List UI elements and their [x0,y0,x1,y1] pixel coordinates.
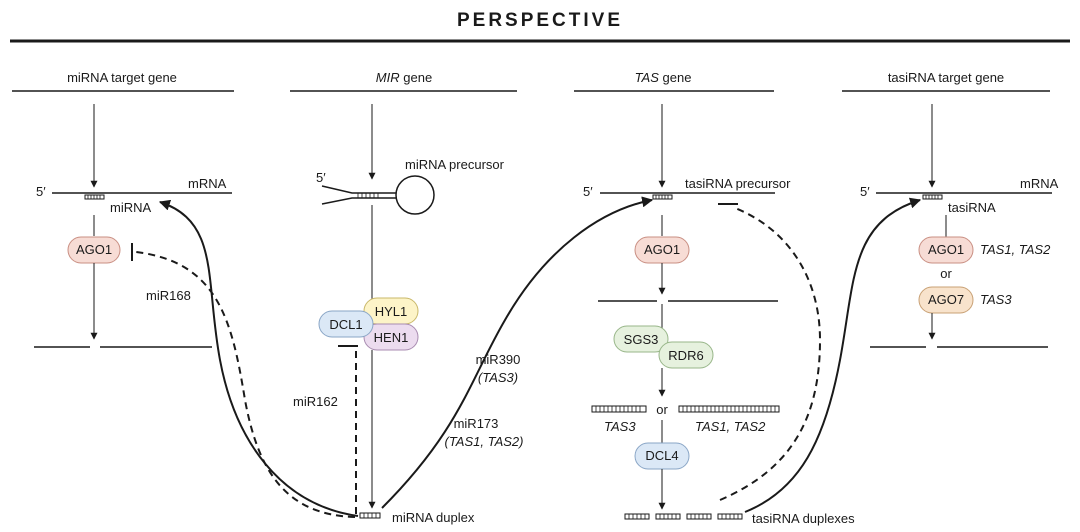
mirna-site-icon [652,194,673,200]
five-prime-label: 5′ [583,184,593,199]
heading-tas-gene: TAS gene [635,70,692,85]
column-mir: MIR gene miRNA precursor 5′ HYL1 HEN1 DC… [290,70,517,525]
or-label: or [656,402,668,417]
dcl4-label: DCL4 [645,448,678,463]
tasirna-duplexes-icon [624,513,743,520]
ago7-protein [918,286,974,314]
mirna-label: miRNA [110,200,151,215]
hairpin-precursor-icon [321,175,435,215]
tasirna-pathway-curves [719,197,922,513]
column-tasirna-target: tasiRNA target gene 5′ mRNA tasiRNA AGO1… [842,70,1059,348]
tasirna-duplexes-label: tasiRNA duplexes [752,511,855,526]
column-tas: TAS gene 5′ tasiRNA precursor AGO1 SGS3 … [574,70,855,526]
ago1-label: AGO1 [928,242,964,257]
hen1-label: HEN1 [374,330,409,345]
sgs3-label: SGS3 [624,332,659,347]
arrow-duplexes-to-tasirna-target [744,197,922,513]
mrna-label: mRNA [1020,176,1059,191]
mir390-label: miR390 [476,352,521,367]
tas3-label: TAS3 [604,419,636,434]
sgs3-protein [613,325,669,353]
ago1-protein [918,236,974,264]
page-title: PERSPECTIVE [457,10,623,31]
hyl1-label: HYL1 [375,304,408,319]
mirna-pathway-curves [135,196,654,518]
ago7-label: AGO7 [928,292,964,307]
heading-mirna-target-gene: miRNA target gene [67,70,177,85]
five-prime-label: 5′ [36,184,46,199]
tasirna-site-icon [922,194,943,200]
ago1-label: AGO1 [76,242,112,257]
mirna-duplex-icon [359,512,381,519]
mir168-label: miR168 [146,288,191,303]
arrow-duplex-to-tasirna-precursor [381,196,654,509]
tas3-dsrna-icon [591,405,647,413]
dashed-tas-secondary-cleavage [719,207,822,501]
heading-tasirna-target-gene: tasiRNA target gene [888,70,1004,85]
mirna-duplex-label: miRNA duplex [392,510,475,525]
mir162-label: miR162 [293,394,338,409]
dcl1-protein [318,310,374,338]
tasirna-precursor-label: tasiRNA precursor [685,176,791,191]
tas12-label: TAS1, TAS2 [695,419,766,434]
hen1-protein [363,323,419,351]
dashed-mir168-feedback [135,251,356,518]
mrna-label: mRNA [188,176,227,191]
ago7-tas-label: TAS3 [980,292,1012,307]
mir173-label: miR173 [454,416,499,431]
tas12-dsrna-icon [678,405,780,413]
rdr6-label: RDR6 [668,348,703,363]
rdr6-protein [658,341,714,369]
mirna-site-icon [84,194,105,200]
column-mirna-target: miRNA target gene 5′ mRNA miRNA AGO1 miR… [12,70,234,348]
heading-mir-gene: MIR gene [376,70,432,85]
arrow-duplex-to-mirna-target [158,199,359,517]
dcl1-label: DCL1 [329,317,362,332]
tasirna-label: tasiRNA [948,200,996,215]
mir173-tas-label: (TAS1, TAS2) [445,434,524,449]
ago1-tas-label: TAS1, TAS2 [980,242,1051,257]
ago1-label: AGO1 [644,242,680,257]
mir390-tas-label: (TAS3) [478,370,518,385]
five-prime-label: 5′ [860,184,870,199]
five-prime-label: 5′ [316,170,326,185]
precursor-label: miRNA precursor [405,157,505,172]
or-label: or [940,266,952,281]
